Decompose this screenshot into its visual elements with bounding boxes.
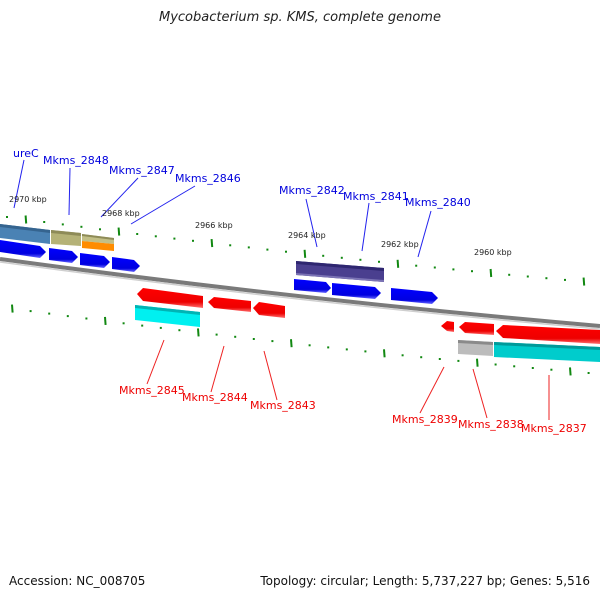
forward-leader-lines: [13, 159, 432, 258]
gene-label-mkms-2839[interactable]: Mkms_2839: [392, 413, 458, 426]
cds-arrow-mkms-2844[interactable]: [208, 297, 251, 312]
cds-arrow-mkms-2845[interactable]: [137, 288, 203, 308]
lower-tick-major: [569, 367, 572, 376]
lower-tick-major: [104, 316, 107, 325]
gene-label-mkms-2845[interactable]: Mkms_2845: [119, 384, 185, 397]
forward-feature-track: [0, 224, 384, 282]
upper-tick-major: [303, 249, 307, 258]
map-title: Mycobacterium sp. KMS, complete genome: [159, 10, 441, 25]
gene-label-mkms-2846[interactable]: Mkms_2846: [175, 172, 241, 185]
gene-label-mkms-2841[interactable]: Mkms_2841: [343, 190, 409, 203]
scale-label-2966: 2966 kbp: [195, 221, 233, 230]
scale-ticks: [6, 215, 590, 376]
reverse-feature-track: [135, 305, 600, 362]
cds-arrow-ureC[interactable]: [0, 240, 46, 258]
cds-arrow-mkms-2847[interactable]: [80, 253, 110, 268]
lower-tick-major: [476, 358, 479, 367]
feature-bar-orange[interactable]: [82, 241, 114, 251]
scale-label-2962: 2962 kbp: [381, 240, 419, 249]
gene-label-mkms-2847[interactable]: Mkms_2847: [109, 164, 175, 177]
lower-tick-major: [197, 328, 200, 337]
upper-tick-major: [582, 277, 586, 286]
cds-arrow-mkms-2838[interactable]: [459, 322, 494, 335]
gene-label-ureC[interactable]: ureC: [13, 147, 39, 160]
scale-label-2960: 2960 kbp: [474, 248, 512, 257]
upper-tick-major: [24, 215, 28, 224]
cds-arrow-mkms-2843[interactable]: [253, 302, 285, 318]
cds-arrow-mkms-2840[interactable]: [391, 288, 438, 304]
gene-label-mkms-2843[interactable]: Mkms_2843: [250, 399, 316, 412]
gene-label-mkms-2840[interactable]: Mkms_2840: [405, 196, 471, 209]
upper-tick-major: [210, 239, 214, 248]
upper-tick-major: [396, 259, 400, 268]
gene-label-mkms-2844[interactable]: Mkms_2844: [182, 391, 248, 404]
upper-tick-major: [117, 227, 121, 236]
reverse-cds-track: [137, 288, 600, 344]
reverse-leader-lines: [146, 339, 550, 420]
forward-cds-track: [0, 240, 438, 304]
scale-label-2964: 2964 kbp: [288, 231, 326, 240]
scale-label-2968: 2968 kbp: [102, 209, 140, 218]
cds-arrow-mkms-2842[interactable]: [294, 279, 331, 293]
lower-tick-major: [290, 339, 293, 348]
cds-arrow-mkms-2839[interactable]: [441, 321, 454, 332]
gene-label-mkms-2842[interactable]: Mkms_2842: [279, 184, 345, 197]
lower-tick-major: [11, 304, 14, 313]
cds-arrow-mkms-2848[interactable]: [49, 248, 78, 263]
cds-arrow-mkms-2846[interactable]: [112, 257, 140, 272]
gene-label-mkms-2837[interactable]: Mkms_2837: [521, 422, 587, 435]
genome-backbone: [0, 257, 600, 328]
genome-summary-text: Topology: circular; Length: 5,737,227 bp…: [260, 574, 590, 588]
upper-tick-major: [489, 268, 493, 278]
gene-label-mkms-2838[interactable]: Mkms_2838: [458, 418, 524, 431]
gene-label-mkms-2848[interactable]: Mkms_2848: [43, 154, 109, 167]
cds-arrow-mkms-2837[interactable]: [496, 325, 600, 344]
cds-arrow-mkms-2841[interactable]: [332, 283, 381, 299]
scale-label-2970: 2970 kbp: [9, 195, 47, 204]
accession-text: Accession: NC_008705: [9, 574, 146, 588]
lower-tick-major: [383, 349, 386, 358]
